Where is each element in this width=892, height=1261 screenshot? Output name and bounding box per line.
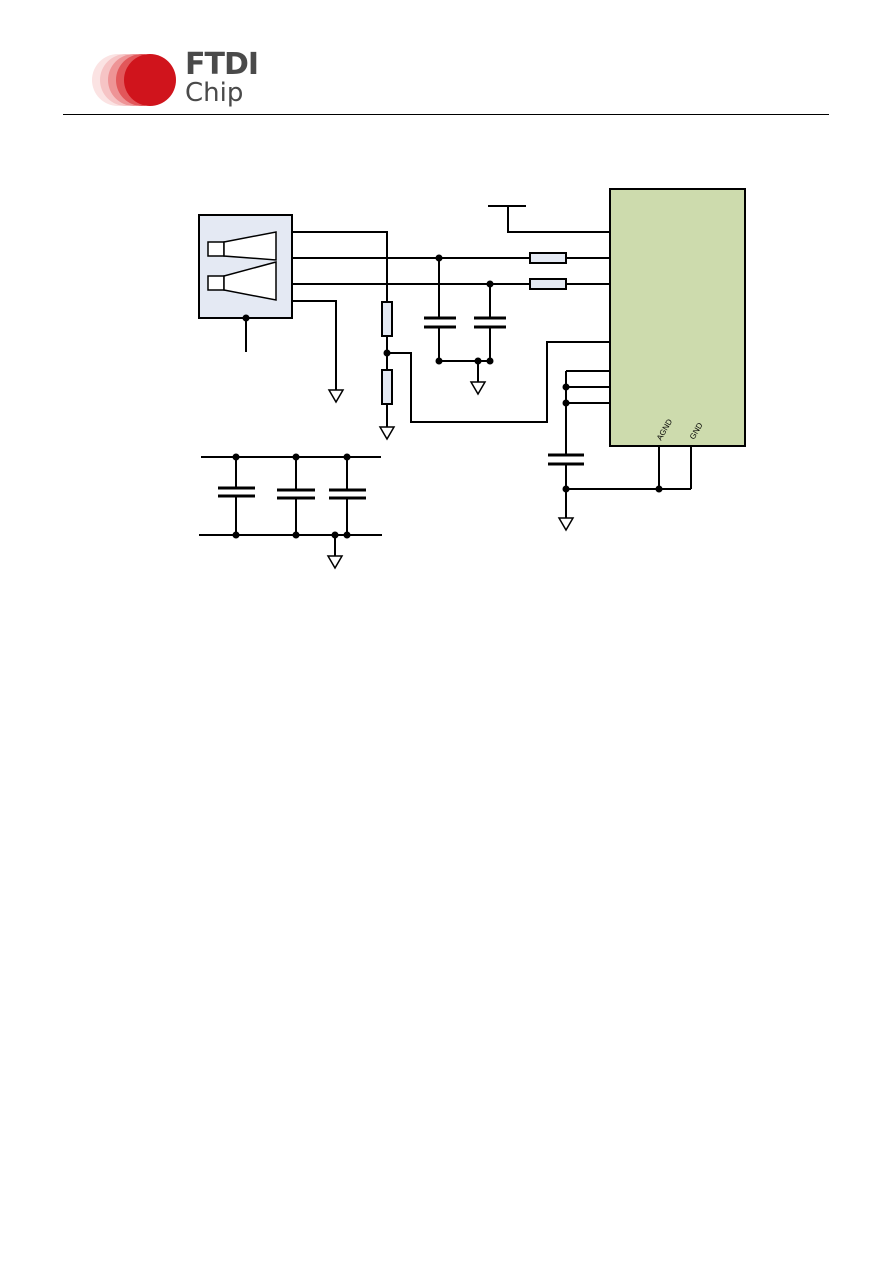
usb-connector — [198, 214, 293, 319]
ground-symbol — [326, 555, 344, 570]
page-header: FTDI Chip — [0, 0, 892, 120]
usb-connector-symbol — [207, 231, 277, 301]
resistor-r1 — [529, 252, 567, 264]
header-rule — [63, 114, 829, 115]
logo-subword: Chip — [185, 78, 244, 108]
ic-block — [609, 188, 746, 447]
ground-symbol — [378, 426, 396, 441]
ftdi-logo-mark — [92, 54, 176, 106]
resistor-r3 — [381, 301, 393, 337]
junction-dots — [232, 254, 663, 539]
ground-symbol — [469, 381, 487, 396]
resistor-r2 — [529, 278, 567, 290]
resistor-r4 — [381, 369, 393, 405]
ground-symbol — [557, 517, 575, 532]
logo-wordmark: FTDI — [185, 47, 259, 82]
ftdi-logo-text: FTDI Chip — [185, 47, 259, 109]
ground-symbol — [327, 389, 345, 404]
